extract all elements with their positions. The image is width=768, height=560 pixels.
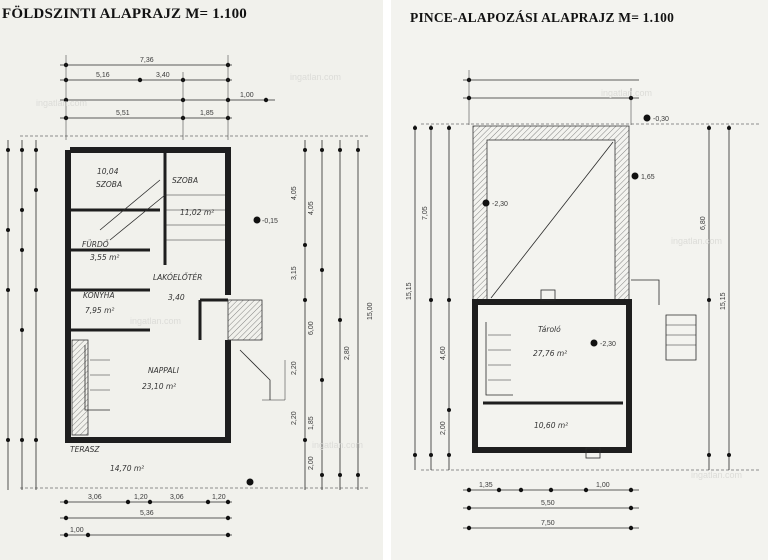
- dim-label: 2,00: [440, 421, 447, 435]
- room-label-nappali-area: 23,10 m²: [142, 382, 176, 391]
- room-label-konyha-area: 7,95 m²: [85, 306, 114, 315]
- room-label-terasz-name: TERASZ: [70, 445, 100, 454]
- room-label-lakoeloter-name: LAKÓELŐTÉR: [153, 273, 202, 282]
- dim-label: 1,00: [70, 527, 84, 534]
- dim-label: 5,50: [541, 500, 555, 507]
- foundation-outline: -2,30 1,65: [472, 125, 655, 301]
- dim-label: 4,60: [440, 346, 447, 360]
- right-dimension-lines: 4,05 4,05 3,15 6,00 2,20 15,00 2,80 1,85…: [291, 140, 374, 490]
- sheet-divider: [383, 0, 391, 560]
- dim-label: 7,36: [140, 57, 154, 64]
- dim-label: 1,00: [240, 92, 254, 99]
- dim-label: 3,06: [170, 494, 184, 501]
- ground-floor-walls: -0,15: [65, 147, 286, 486]
- dim-label: 3,40: [156, 72, 170, 79]
- room-label-szoba-1: 10,04: [97, 167, 119, 176]
- dim-label: 15,15: [406, 282, 413, 300]
- basement-right-dimension-lines: 6,80 15,15: [700, 125, 731, 470]
- basement-drawing: -0,30 15,15 7,05 4,60 2,00: [406, 70, 761, 531]
- dim-label: 1,35: [479, 482, 493, 489]
- ground-floor-drawing: 7,36 5,16 3,40 1,00 5,51 1,85: [6, 55, 374, 538]
- basement-plan-title: PINCE-ALAPOZÁSI ALAPRAJZ M= 1.100: [410, 10, 675, 25]
- dim-label: 5,36: [140, 510, 154, 517]
- dim-label: 3,06: [88, 494, 102, 501]
- dim-label: 2,00: [308, 456, 315, 470]
- dim-label: 5,51: [116, 110, 130, 117]
- dim-label: 6,00: [308, 321, 315, 335]
- room-label-furdo-name: FÜRDŐ: [82, 240, 109, 249]
- dim-label: 7,05: [422, 206, 429, 220]
- ground-floor-room-labels: 10,04 SZOBA SZOBA 11,02 m² FÜRDŐ 3,55 m²…: [70, 167, 214, 473]
- room-label-terasz-area: 14,70 m²: [110, 464, 144, 473]
- dim-label: 7,50: [541, 520, 555, 527]
- level-label: -2,30: [492, 201, 508, 208]
- dim-label: 1,65: [641, 174, 655, 181]
- dim-label: 2,80: [344, 346, 351, 360]
- room-label-tarolo-name: Tároló: [538, 325, 561, 334]
- left-dimension-lines: [6, 140, 38, 490]
- basement-walls: -2,30: [472, 279, 697, 459]
- basement-plan-sheet: PINCE-ALAPOZÁSI ALAPRAJZ M= 1.100 -0,30: [391, 0, 768, 560]
- dim-label: 2,20: [291, 361, 298, 375]
- level-label: -0,30: [653, 116, 669, 123]
- level-label: -2,30: [600, 341, 616, 348]
- ground-floor-plan-title: FÖLDSZINTI ALAPRAJZ M= 1.100: [2, 6, 248, 22]
- dim-label: 1,20: [212, 494, 226, 501]
- basement-left-dimension-lines: 15,15 7,05 4,60 2,00: [406, 125, 451, 470]
- room-label-szoba-1-name: SZOBA: [96, 180, 122, 189]
- dim-label: 15,15: [720, 292, 727, 310]
- dim-label: 1,85: [308, 416, 315, 430]
- room-label-szoba-2-name: SZOBA: [172, 176, 198, 185]
- dim-label: 1,00: [596, 482, 610, 489]
- room-label-konyha-name: KONYHA: [83, 291, 115, 300]
- room-label-tarolo-area: 27,76 m²: [533, 349, 567, 358]
- room-label-lakoeloter-area: 3,40: [168, 293, 185, 302]
- top-dimension-lines: [20, 55, 370, 140]
- dim-label: 4,05: [308, 201, 315, 215]
- dim-label: 1,20: [134, 494, 148, 501]
- level-label: -0,15: [262, 218, 278, 225]
- dim-label: 15,00: [367, 302, 374, 320]
- room-label-lower-area: 10,60 m²: [534, 421, 568, 430]
- dim-label: 6,80: [700, 216, 707, 230]
- ground-floor-plan-sheet: FÖLDSZINTI ALAPRAJZ M= 1.100: [0, 0, 383, 560]
- basement-top-dimension-lines: -0,30: [421, 70, 761, 125]
- dim-label: 3,15: [291, 266, 298, 280]
- basement-bottom-dimension-lines: 1,35 1,00 5,50 7,50: [421, 469, 761, 531]
- dim-label: 4,05: [291, 186, 298, 200]
- dim-label: 5,16: [96, 72, 110, 79]
- dim-label: 1,85: [200, 110, 214, 117]
- basement-room-labels: Tároló 27,76 m² 10,60 m²: [533, 325, 568, 430]
- room-label-szoba-2-area: 11,02 m²: [180, 208, 214, 217]
- dim-label: 2,20: [291, 411, 298, 425]
- room-label-furdo-area: 3,55 m²: [90, 253, 119, 262]
- bottom-dimension-lines: 3,06 1,20 3,06 1,20 5,36 1,00: [20, 487, 370, 538]
- room-label-nappali-name: NAPPALI: [148, 366, 180, 375]
- top-dimension-labels: 7,36 5,16 3,40 1,00 5,51 1,85: [96, 57, 254, 117]
